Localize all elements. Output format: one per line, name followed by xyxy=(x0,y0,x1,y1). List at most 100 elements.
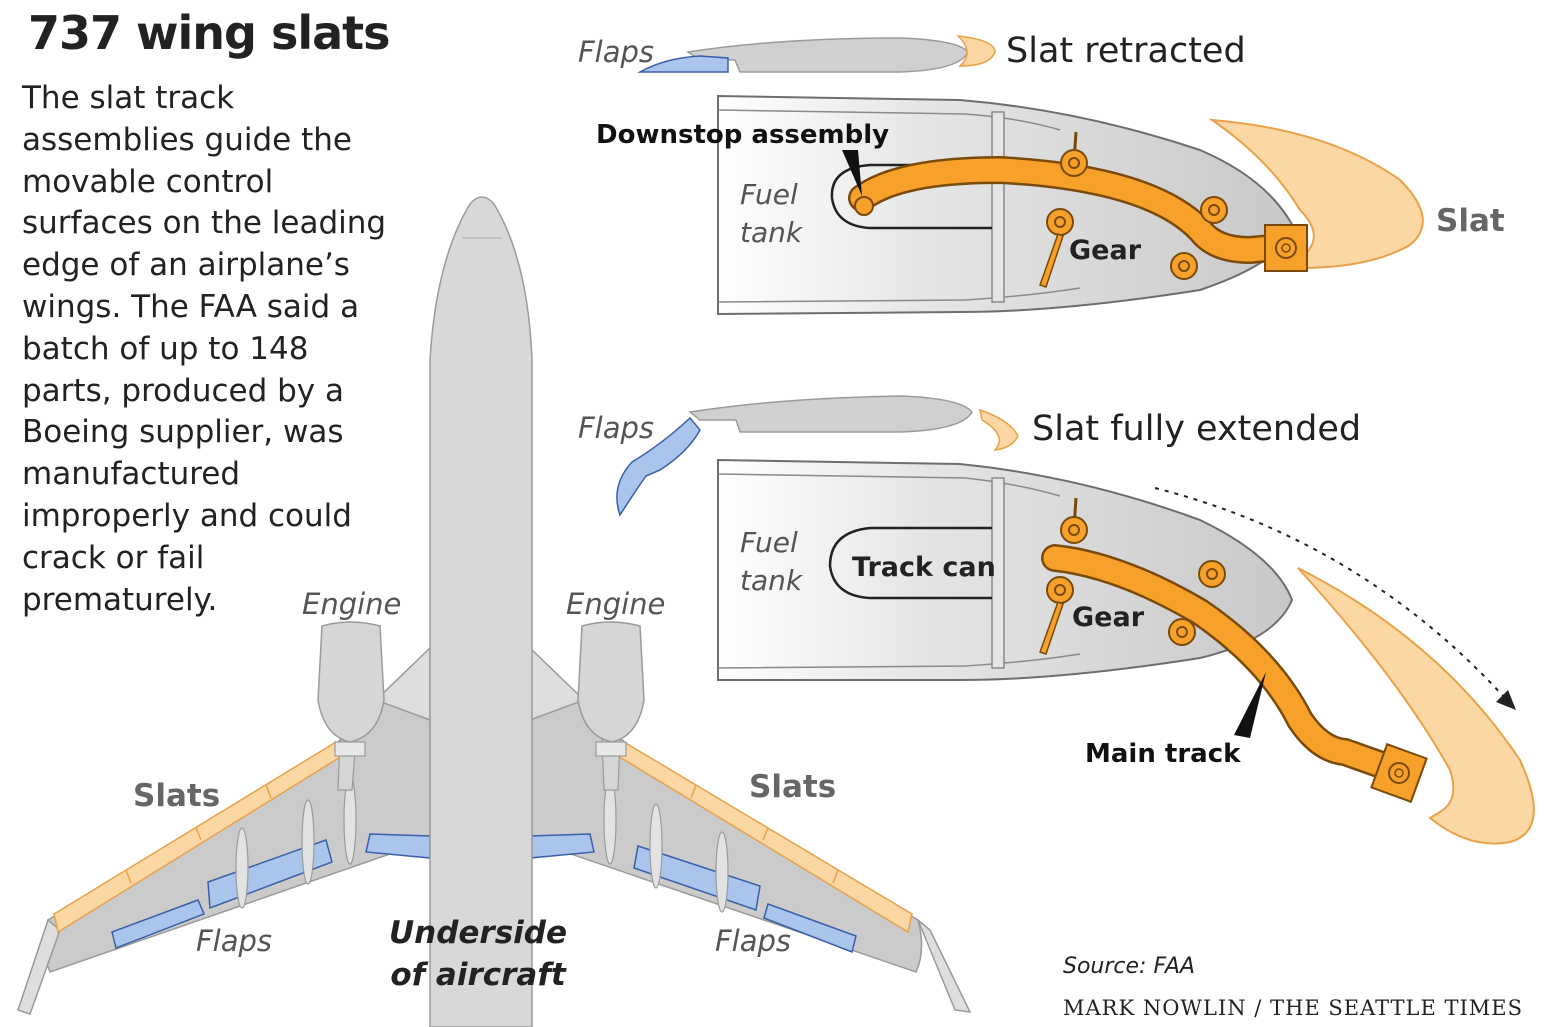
fuselage xyxy=(429,196,533,1027)
extended-diagram: Flaps Slat fully extended Fuel tank Trac… xyxy=(578,395,1535,845)
left-outer-flap xyxy=(111,899,205,950)
aircraft-underside: Engine Engine Slats Slats Flaps Flaps Un… xyxy=(17,196,972,1027)
roller-hub xyxy=(1206,568,1218,580)
pivot-inner xyxy=(1281,243,1291,253)
engine-label-left: Engine xyxy=(302,587,401,621)
roller xyxy=(1200,196,1228,224)
gear-label-extended: Gear xyxy=(1072,602,1145,633)
flaps-label-extended: Flaps xyxy=(578,411,654,445)
roller-hub xyxy=(1068,524,1080,536)
description-line: movable control xyxy=(22,163,274,200)
wing-inner-line-bottom xyxy=(717,287,1081,303)
roller-hub xyxy=(1054,584,1066,596)
main-track-label: Main track xyxy=(1085,739,1241,769)
description-line: batch of up to 148 xyxy=(22,330,309,367)
front-spar xyxy=(991,477,1005,669)
description-line: manufactured xyxy=(22,456,241,493)
right-slat-divider xyxy=(690,784,697,799)
description-line: The slat track xyxy=(22,80,235,116)
roller xyxy=(1198,560,1226,588)
description-line: Boeing supplier, was xyxy=(22,414,344,451)
roller-hub xyxy=(1176,626,1188,638)
left-slat-divider xyxy=(125,869,132,884)
flap-fairing xyxy=(301,799,315,885)
slat-retracted xyxy=(1208,118,1424,270)
roller xyxy=(1046,576,1074,604)
roller-hub xyxy=(1208,204,1220,216)
front-spar xyxy=(991,111,1005,303)
description: The slat track assemblies guide the mova… xyxy=(22,78,402,621)
left-slat-divider xyxy=(195,827,202,841)
credit-line: MARK NOWLIN / THE SEATTLE TIMES xyxy=(1063,996,1523,1020)
heading-extended: Slat fully extended xyxy=(1032,409,1361,449)
gear-arm xyxy=(1039,233,1064,288)
slats-label-right: Slats xyxy=(749,769,836,805)
flap-fairing xyxy=(649,803,663,889)
main-track-extended-fill xyxy=(1043,546,1402,780)
gear-arm xyxy=(1039,601,1064,655)
left-winglet xyxy=(17,918,61,1015)
right-engine xyxy=(577,621,645,743)
wing-inner-line-bottom xyxy=(717,653,1081,669)
slat-label: Slat xyxy=(1436,203,1505,239)
small-wing-profile xyxy=(685,37,969,73)
right-slat-divider xyxy=(832,869,839,884)
underside-label-2: of aircraft xyxy=(390,957,566,993)
description-line: improperly and could xyxy=(22,497,352,534)
fuel-tank-label-2: tank xyxy=(740,216,804,249)
small-flap xyxy=(637,55,729,73)
left-engine-nozzle xyxy=(334,741,366,757)
description-line: surfaces on the leading xyxy=(22,205,387,242)
wing-inner-line-top xyxy=(717,473,1061,497)
retracted-diagram: Flaps Slat retracted Downstop assembly F… xyxy=(578,31,1505,316)
track-can-outline xyxy=(828,526,992,600)
title: 737 wing slats xyxy=(28,6,391,60)
slat-extended xyxy=(1297,567,1535,845)
roller xyxy=(1170,252,1198,280)
small-wing-profile xyxy=(688,395,973,433)
right-slat-divider xyxy=(762,827,769,841)
right-winglet xyxy=(917,919,972,1013)
downstop-label: Downstop assembly xyxy=(596,120,889,150)
pivot-inner xyxy=(1394,768,1404,778)
underside-label-1: Underside xyxy=(389,915,567,951)
flaps-label-right: Flaps xyxy=(715,924,791,958)
small-flap-deployed xyxy=(616,416,701,517)
right-outer-flap xyxy=(763,903,857,954)
main-track-pointer xyxy=(1234,672,1266,738)
roller-hub xyxy=(1178,260,1190,272)
description-line: edge of an airplane’s xyxy=(22,247,350,284)
wing-section xyxy=(717,458,1294,681)
roller xyxy=(1168,618,1196,646)
left-engine xyxy=(317,621,385,743)
downstop-end xyxy=(854,196,874,216)
left-slat-divider xyxy=(265,784,272,799)
description-line: prematurely. xyxy=(22,581,218,618)
fuel-tank-label-2: tank xyxy=(740,564,804,597)
description-line: assemblies guide the xyxy=(22,121,352,158)
track-can-label: Track can xyxy=(852,552,996,583)
flaps-label-retracted: Flaps xyxy=(578,35,654,69)
description-line: parts, produced by a xyxy=(22,372,344,409)
roller xyxy=(1060,516,1088,544)
main-track-retracted-fill xyxy=(850,158,1284,262)
downstop-pointer xyxy=(842,150,862,196)
gear-label-retracted: Gear xyxy=(1069,235,1142,266)
heading-retracted: Slat retracted xyxy=(1006,31,1246,71)
description-line: wings. The FAA said a xyxy=(22,288,360,325)
roller xyxy=(1060,149,1088,177)
roller-hub xyxy=(1068,157,1080,169)
source-note: Source: FAA xyxy=(1063,954,1195,979)
fuel-tank-label-1: Fuel xyxy=(740,526,798,559)
fuel-tank-label-1: Fuel xyxy=(740,178,798,211)
travel-arrow-head xyxy=(1496,690,1516,710)
small-slat-extended xyxy=(979,408,1019,451)
description-line: crack or fail xyxy=(22,539,205,576)
roller xyxy=(1046,208,1074,236)
roller-hub xyxy=(1054,216,1066,228)
flap-fairing xyxy=(235,827,249,909)
right-engine-nozzle xyxy=(595,741,627,757)
flaps-label-left: Flaps xyxy=(196,924,272,958)
engine-label-right: Engine xyxy=(566,587,665,621)
